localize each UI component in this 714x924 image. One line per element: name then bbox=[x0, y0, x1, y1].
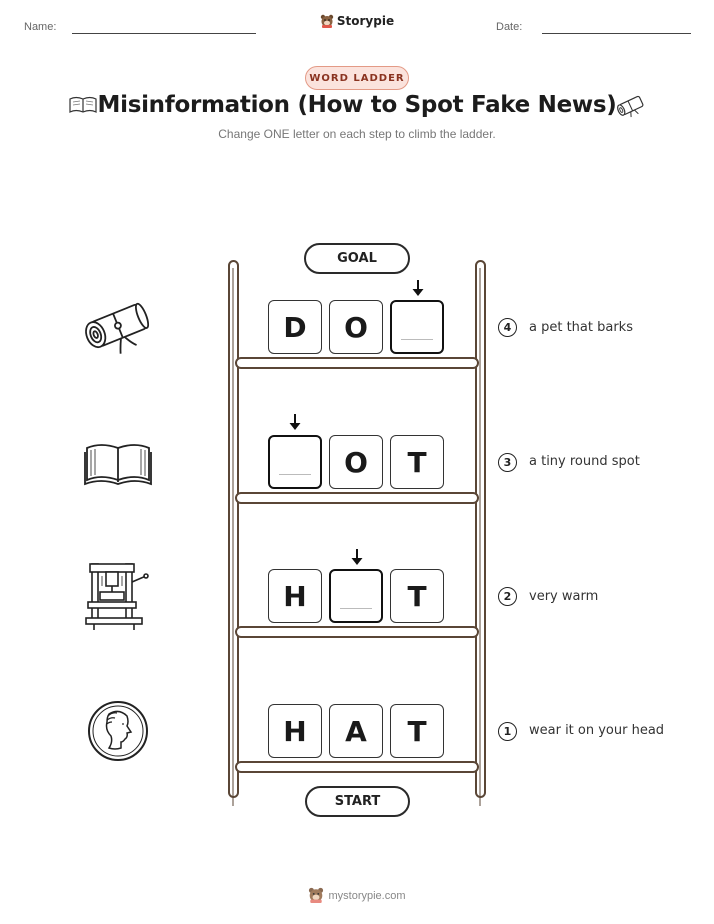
instructions: Change ONE letter on each step to climb … bbox=[218, 127, 496, 141]
scroll-icon bbox=[80, 295, 154, 361]
start-label: START bbox=[305, 786, 410, 817]
step-number: 4 bbox=[498, 318, 517, 337]
book-title-icon bbox=[68, 95, 98, 119]
clue-text: a pet that barks bbox=[529, 320, 633, 335]
step-number: 2 bbox=[498, 587, 517, 606]
brand-name: Storypie bbox=[336, 14, 395, 28]
date-label: Date: bbox=[496, 21, 523, 33]
blank-letter-tile[interactable] bbox=[329, 569, 383, 623]
letter-tile: O bbox=[329, 300, 383, 354]
arrow-down-icon bbox=[411, 280, 425, 301]
name-line[interactable] bbox=[72, 33, 256, 34]
ladder-right-rail bbox=[475, 260, 486, 806]
letter-tile: T bbox=[390, 704, 444, 758]
clue-text: a tiny round spot bbox=[529, 454, 640, 469]
bear-logo-icon bbox=[320, 14, 334, 31]
letter-tile: A bbox=[329, 704, 383, 758]
clue-text: very warm bbox=[529, 589, 599, 604]
clue-text: wear it on your head bbox=[529, 723, 665, 738]
bear-footer-icon bbox=[308, 887, 324, 906]
letter-tile: D bbox=[268, 300, 322, 354]
letter-tile: O bbox=[329, 435, 383, 489]
arrow-down-icon bbox=[288, 414, 302, 435]
letter-tile: H bbox=[268, 704, 322, 758]
footer: mystorypie.com bbox=[0, 887, 714, 906]
ladder-rungs bbox=[235, 357, 479, 773]
ladder-left-rail bbox=[228, 260, 239, 806]
brand: Storypie bbox=[0, 14, 714, 31]
blank-letter-tile[interactable] bbox=[268, 435, 322, 489]
step-number: 3 bbox=[498, 453, 517, 472]
coin-portrait-icon bbox=[87, 700, 149, 766]
goal-label: GOAL bbox=[304, 243, 410, 274]
letter-tile: H bbox=[268, 569, 322, 623]
blank-letter-tile[interactable] bbox=[390, 300, 444, 354]
arrow-down-icon bbox=[350, 549, 364, 570]
footer-site[interactable]: mystorypie.com bbox=[328, 890, 406, 902]
scroll-title-icon bbox=[614, 92, 648, 122]
date-line[interactable] bbox=[542, 33, 691, 34]
open-book-icon bbox=[83, 438, 153, 492]
step-number: 1 bbox=[498, 722, 517, 741]
word-ladder-tag: WORD LADDER bbox=[305, 66, 409, 90]
letter-tile: T bbox=[390, 569, 444, 623]
letter-tile: T bbox=[390, 435, 444, 489]
name-label: Name: bbox=[24, 21, 57, 33]
printing-press-icon bbox=[84, 562, 150, 636]
page-title: Misinformation (How to Spot Fake News) bbox=[97, 92, 617, 118]
